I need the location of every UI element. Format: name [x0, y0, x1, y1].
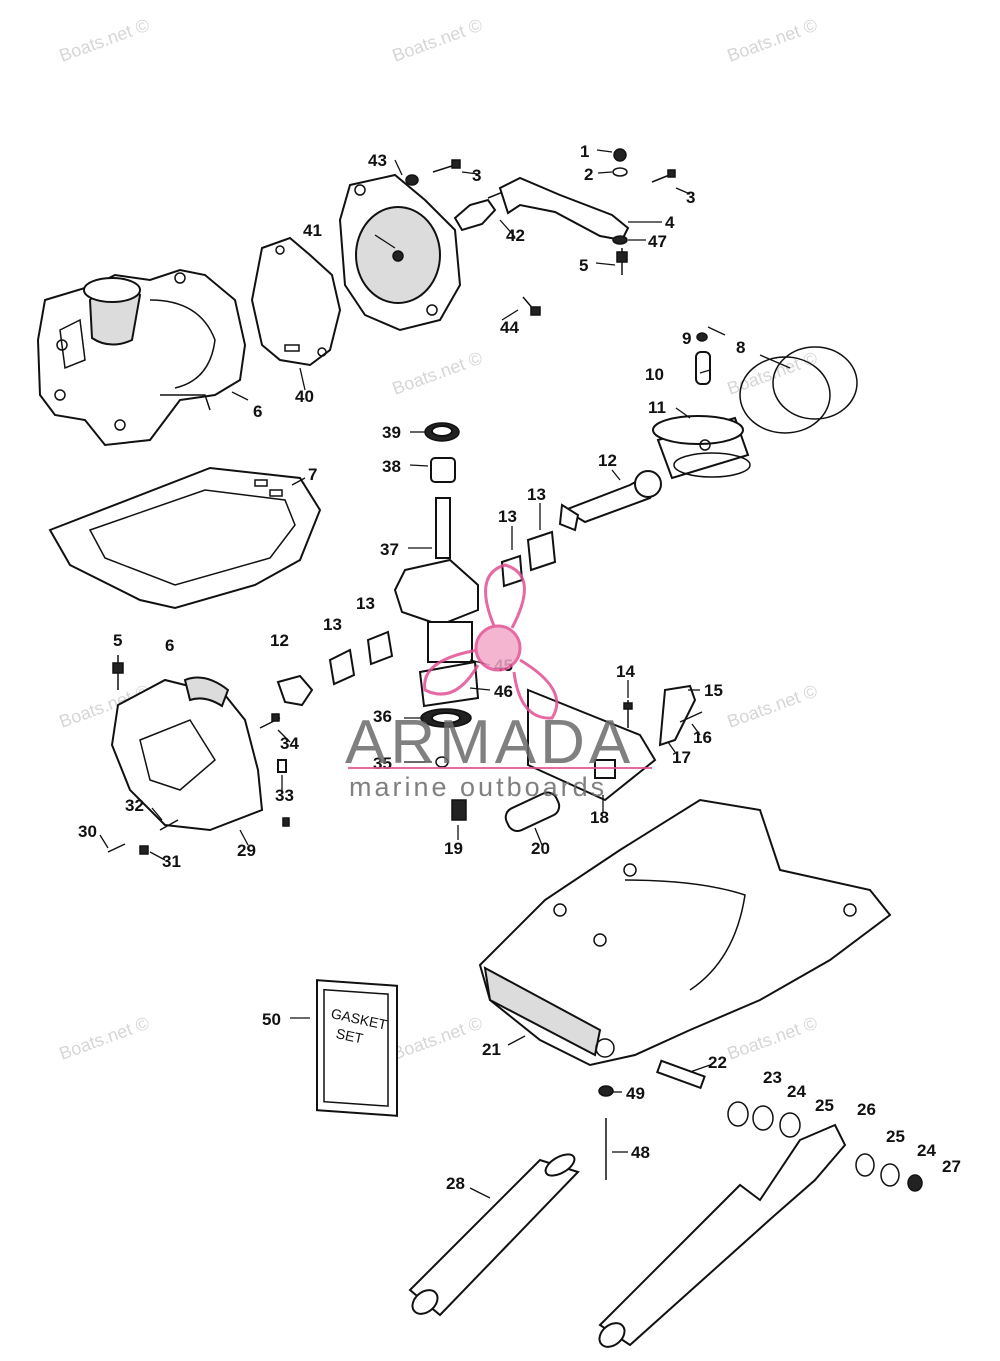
piston-rings	[739, 346, 858, 434]
callout-34: 34	[280, 734, 299, 753]
callout-3: 3	[686, 188, 695, 207]
watermark: Boats.net ©	[57, 15, 152, 66]
callout-11: 11	[648, 398, 666, 417]
callout-3: 3	[472, 166, 481, 185]
callout-39: 39	[382, 423, 401, 442]
watermark: Boats.net ©	[390, 348, 485, 399]
callout-46: 46	[494, 682, 513, 701]
connecting-rod	[558, 470, 662, 532]
callout-43: 43	[368, 151, 387, 170]
callout-24: 24	[917, 1141, 936, 1160]
callout-37: 37	[380, 540, 399, 559]
callout-19: 19	[444, 839, 463, 858]
callout-12: 12	[270, 631, 289, 650]
callout-26: 26	[857, 1100, 876, 1119]
piston	[652, 415, 751, 480]
gasket-set-box: GASKET SET	[316, 979, 398, 1117]
watermark: Boats.net ©	[390, 15, 485, 66]
callout-30: 30	[78, 822, 97, 841]
tiller-handle	[598, 1123, 847, 1348]
callout-31: 31	[162, 852, 181, 871]
crankcase-gasket	[48, 466, 322, 610]
watermark: Boats.net ©	[725, 1013, 820, 1064]
crankshaft-assembly	[393, 422, 480, 768]
callout-12: 12	[598, 451, 617, 470]
callout-14: 14	[616, 662, 635, 681]
callout-27: 27	[942, 1157, 961, 1176]
callout-6: 6	[165, 636, 174, 655]
callout-32: 32	[125, 796, 144, 815]
callout-13: 13	[356, 594, 375, 613]
callout-36: 36	[373, 707, 392, 726]
callout-6: 6	[253, 402, 262, 421]
callout-13: 13	[323, 615, 342, 634]
callout-28: 28	[446, 1174, 465, 1193]
propeller-logo-icon	[423, 563, 559, 720]
callout-49: 49	[626, 1084, 645, 1103]
callout-18: 18	[590, 808, 609, 827]
callout-4: 4	[665, 213, 675, 232]
watermark: Boats.net ©	[57, 1013, 152, 1064]
watermark: Boats.net ©	[390, 1013, 485, 1064]
callout-25: 25	[815, 1096, 834, 1115]
armada-brand-watermark: ARMADA marine outboards	[345, 563, 652, 802]
callout-29: 29	[237, 841, 256, 860]
gasket-set-label-line2: SET	[335, 1025, 365, 1046]
cylinder-block	[36, 268, 247, 447]
watermark: Boats.net ©	[725, 15, 820, 66]
linkage-parts	[276, 674, 703, 832]
crankcase-lower	[110, 655, 264, 832]
callout-9: 9	[682, 329, 691, 348]
callout-13: 13	[498, 507, 517, 526]
brand-tagline: marine outboards	[349, 772, 607, 802]
callout-24: 24	[787, 1082, 806, 1101]
watermark: Boats.net ©	[725, 681, 820, 732]
callout-38: 38	[382, 457, 401, 476]
callout-5: 5	[113, 631, 122, 650]
callout-50: 50	[262, 1010, 281, 1029]
tiller-hardware	[598, 1059, 923, 1192]
rod-bearings	[328, 530, 557, 686]
callout-47: 47	[648, 232, 667, 251]
tiller-tube	[408, 1153, 580, 1317]
callout-17: 17	[672, 748, 691, 767]
callout-7: 7	[308, 465, 317, 484]
callout-41: 41	[303, 221, 322, 240]
piston-pin	[695, 332, 711, 385]
callout-16: 16	[693, 728, 712, 747]
callout-1: 1	[580, 142, 589, 161]
callout-40: 40	[295, 387, 314, 406]
head-screws	[405, 159, 676, 316]
leader-lines	[99, 149, 791, 1199]
callout-2: 2	[584, 165, 593, 184]
callout-10: 10	[645, 365, 664, 384]
callout-20: 20	[531, 839, 550, 858]
cylinder-head-gasket	[250, 236, 342, 367]
callout-44: 44	[500, 318, 519, 337]
callout-25: 25	[886, 1127, 905, 1146]
crankcase-hardware	[107, 713, 290, 855]
callout-13: 13	[527, 485, 546, 504]
mount-bracket	[498, 148, 630, 275]
callout-42: 42	[506, 226, 525, 245]
callout-23: 23	[763, 1068, 782, 1087]
callout-48: 48	[631, 1143, 650, 1162]
callout-33: 33	[275, 786, 294, 805]
exhaust-housing	[478, 798, 892, 1067]
callout-5: 5	[579, 256, 588, 275]
cylinder-head	[338, 173, 462, 332]
callout-21: 21	[482, 1040, 501, 1059]
brand-name: ARMADA	[345, 708, 634, 777]
callout-22: 22	[708, 1053, 727, 1072]
callout-8: 8	[736, 338, 745, 357]
callout-15: 15	[704, 681, 723, 700]
